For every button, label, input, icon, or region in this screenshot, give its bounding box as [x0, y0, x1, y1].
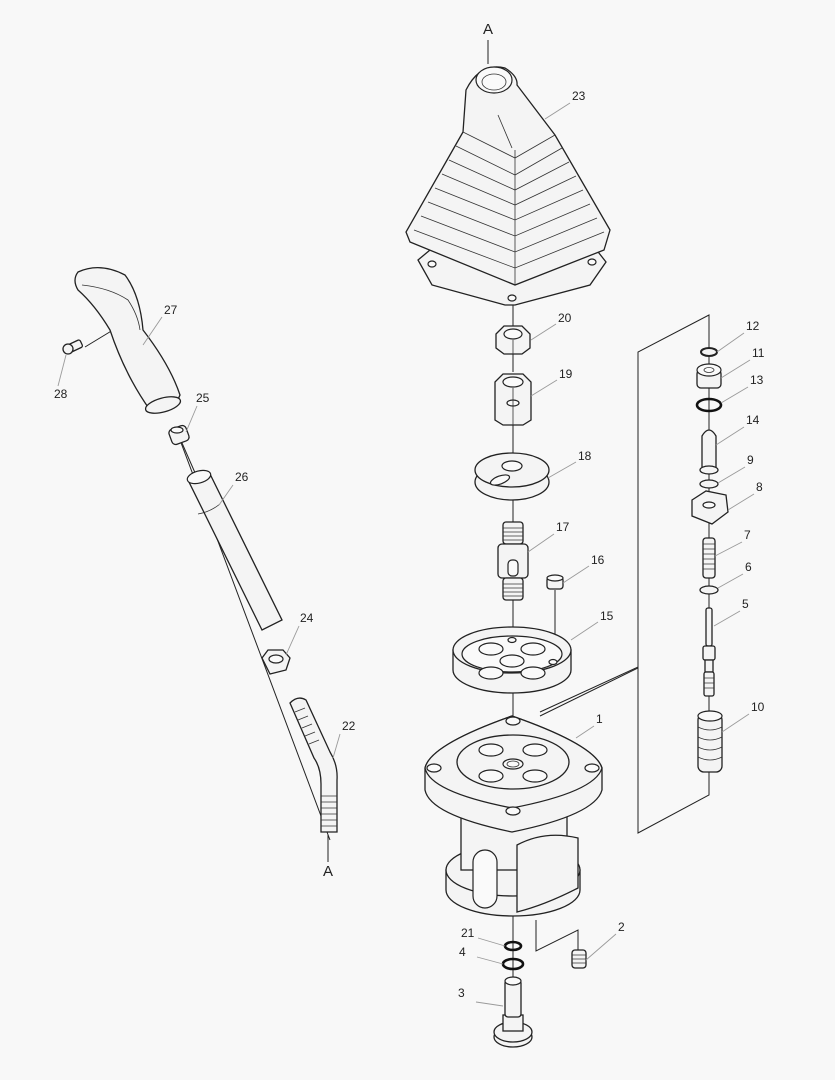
- label-12: 12: [746, 319, 760, 333]
- part-28-screw: [62, 339, 84, 355]
- label-25: 25: [196, 391, 210, 405]
- label-18: 18: [578, 449, 592, 463]
- label-23: 23: [572, 89, 586, 103]
- label-5: 5: [742, 597, 749, 611]
- label-24: 24: [300, 611, 314, 625]
- label-14: 14: [746, 413, 760, 427]
- label-13: 13: [750, 373, 764, 387]
- label-26: 26: [235, 470, 249, 484]
- label-20: 20: [558, 311, 572, 325]
- part-23-rubber-boot: [405, 66, 611, 306]
- label-4: 4: [459, 945, 466, 959]
- label-8: 8: [756, 480, 763, 494]
- part-24-nut: [261, 649, 291, 675]
- part-11-bushing: [696, 363, 722, 389]
- label-1: 1: [596, 712, 603, 726]
- label-2: 2: [618, 920, 625, 934]
- part-12-ring: [700, 347, 718, 357]
- label-16: 16: [591, 553, 605, 567]
- label-22: 22: [342, 719, 356, 733]
- part-2-set-screw: [571, 949, 587, 969]
- label-6: 6: [745, 560, 752, 574]
- part-labels: 1 2 3 4 5 6 7 8 9 10 11 12 13 14 15 16 1…: [54, 21, 765, 1000]
- part-25-adapter: [168, 424, 197, 476]
- label-21: 21: [461, 926, 475, 940]
- label-15: 15: [600, 609, 614, 623]
- part-10-spring: [697, 710, 723, 773]
- part-3-plug: [493, 976, 533, 1048]
- label-27: 27: [164, 303, 178, 317]
- part-14-plunger: [699, 429, 719, 475]
- part-13-o-ring: [695, 397, 723, 413]
- label-19: 19: [559, 367, 573, 381]
- part-19-coupling: [494, 373, 532, 426]
- label-3: 3: [458, 986, 465, 1000]
- leader-lines: [57, 102, 755, 1007]
- part-15-plate: [452, 626, 572, 694]
- part-5-spool: [702, 607, 716, 697]
- part-22-bent-rod: [289, 697, 338, 833]
- part-27-handle-grip: [74, 267, 182, 414]
- connection-marker-a-top: A: [483, 21, 493, 38]
- label-11: 11: [752, 346, 765, 360]
- part-17-pivot-shaft: [497, 521, 529, 601]
- part-26-tube: [186, 469, 283, 631]
- part-1-valve-housing: [424, 715, 603, 917]
- label-17: 17: [556, 520, 570, 534]
- part-20-nut: [495, 325, 531, 355]
- connection-marker-a-bottom: A: [323, 863, 333, 880]
- label-10: 10: [751, 700, 765, 714]
- assembly-axis-lines: [84, 40, 710, 990]
- part-16-set-screw: [546, 574, 564, 590]
- part-6-washer: [699, 585, 719, 595]
- label-9: 9: [747, 453, 754, 467]
- part-18-disc-plate: [474, 452, 550, 501]
- part-8-guide-block: [691, 490, 729, 525]
- label-28: 28: [54, 387, 68, 401]
- part-9-washer: [699, 479, 719, 489]
- label-7: 7: [744, 528, 751, 542]
- part-7-spring: [702, 537, 716, 579]
